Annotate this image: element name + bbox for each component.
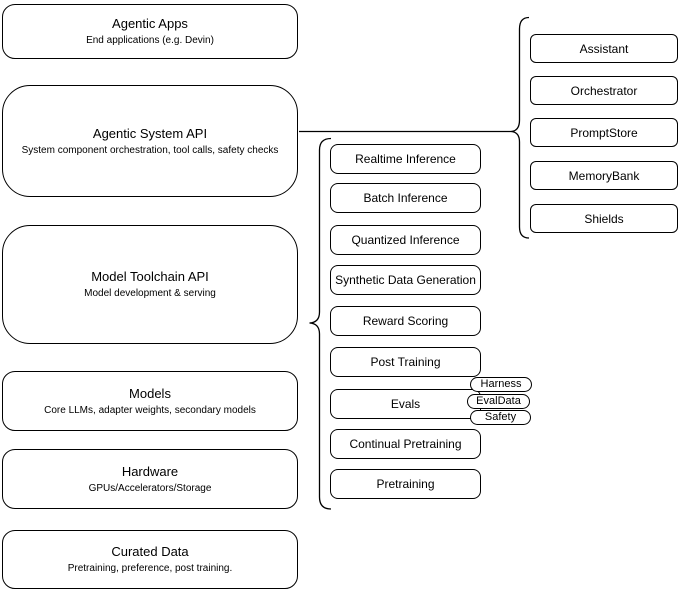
node-shields: Shields — [530, 204, 678, 233]
node-label: Post Training — [370, 355, 441, 369]
node-title: Agentic System API — [92, 125, 208, 141]
tag-label: Safety — [484, 411, 517, 423]
components-bracket — [510, 16, 530, 239]
node-batch-inference: Batch Inference — [330, 183, 481, 213]
node-memorybank: MemoryBank — [530, 161, 678, 190]
node-curated-data: Curated Data Pretraining, preference, po… — [2, 530, 298, 589]
tag-evaldata: EvalData — [467, 394, 530, 409]
node-label: Continual Pretraining — [349, 437, 462, 451]
node-label: Pretraining — [376, 477, 435, 491]
node-orchestrator: Orchestrator — [530, 76, 678, 105]
node-hardware: Hardware GPUs/Accelerators/Storage — [2, 449, 298, 509]
node-subtitle: Core LLMs, adapter weights, secondary mo… — [44, 404, 256, 416]
node-label: Quantized Inference — [351, 233, 460, 247]
node-label: Evals — [390, 397, 421, 411]
node-label: Assistant — [579, 41, 629, 56]
node-pretraining: Pretraining — [330, 469, 481, 499]
tag-label: Harness — [480, 378, 522, 390]
node-title: Hardware — [121, 463, 179, 479]
node-agentic-apps: Agentic Apps End applications (e.g. Devi… — [2, 4, 298, 59]
node-reward-scoring: Reward Scoring — [330, 306, 481, 336]
node-title: Curated Data — [111, 544, 189, 559]
node-title: Model Toolchain API — [91, 269, 209, 284]
node-assistant: Assistant — [530, 34, 678, 63]
node-promptstore: PromptStore — [530, 118, 678, 147]
node-title: Models — [129, 385, 171, 401]
node-subtitle: System component orchestration, tool cal… — [21, 144, 279, 156]
node-label: Orchestrator — [570, 83, 638, 98]
node-model-toolchain-api: Model Toolchain API Model development & … — [2, 225, 298, 344]
node-quantized-inference: Quantized Inference — [330, 225, 481, 255]
tag-safety: Safety — [470, 410, 531, 425]
tag-label: EvalData — [476, 395, 521, 407]
node-title: Agentic Apps — [112, 16, 188, 31]
node-label: Reward Scoring — [362, 314, 449, 328]
toolchain-bracket — [309, 137, 332, 510]
node-synthetic-data-generation: Synthetic Data Generation — [330, 265, 481, 295]
node-label: PromptStore — [570, 125, 638, 140]
node-subtitle: Pretraining, preference, post training. — [67, 563, 233, 574]
node-label: Batch Inference — [363, 191, 448, 205]
node-label: Realtime Inference — [355, 152, 456, 166]
tag-harness: Harness — [470, 377, 532, 392]
node-evals: Evals — [330, 389, 481, 419]
node-label: MemoryBank — [568, 168, 640, 183]
node-post-training: Post Training — [330, 347, 481, 377]
node-subtitle: Model development & serving — [84, 288, 216, 299]
node-label: Shields — [584, 211, 624, 226]
node-agentic-system-api: Agentic System API System component orch… — [2, 85, 298, 197]
node-realtime-inference: Realtime Inference — [330, 144, 481, 174]
node-label: Synthetic Data Generation — [335, 273, 476, 287]
node-models: Models Core LLMs, adapter weights, secon… — [2, 371, 298, 431]
node-subtitle: GPUs/Accelerators/Storage — [88, 482, 212, 494]
node-subtitle: End applications (e.g. Devin) — [86, 35, 214, 46]
node-continual-pretraining: Continual Pretraining — [330, 429, 481, 459]
